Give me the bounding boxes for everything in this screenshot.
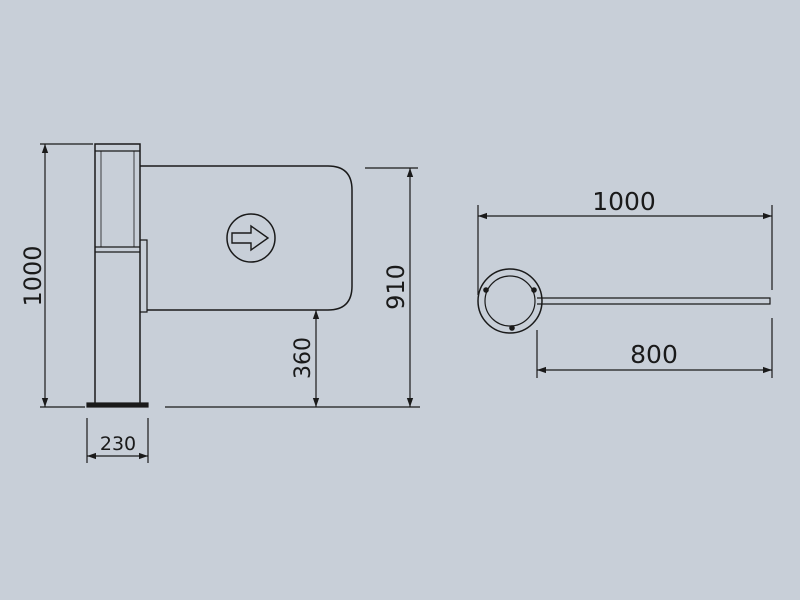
dim-total-height [40,143,93,408]
base-plate [86,402,149,408]
post-ring [477,268,543,334]
side-view [40,143,420,463]
hinge-bracket [140,239,148,313]
label-panel-clearance: 360 [291,337,316,379]
dim-panel-height [365,167,418,407]
label-total-height: 1000 [19,245,47,306]
arrow-right-circle-icon [226,213,276,263]
dim-total-length [477,205,773,295]
top-view [477,205,773,378]
gate-arm [537,297,771,305]
gate-panel [140,165,353,311]
label-panel-height: 910 [382,264,410,310]
label-post-width: 230 [100,433,136,455]
label-total-length: 1000 [592,187,656,216]
dim-post-width [86,418,149,463]
label-arm-length: 800 [630,340,678,369]
dim-arm-length [536,318,773,378]
post [94,143,141,406]
